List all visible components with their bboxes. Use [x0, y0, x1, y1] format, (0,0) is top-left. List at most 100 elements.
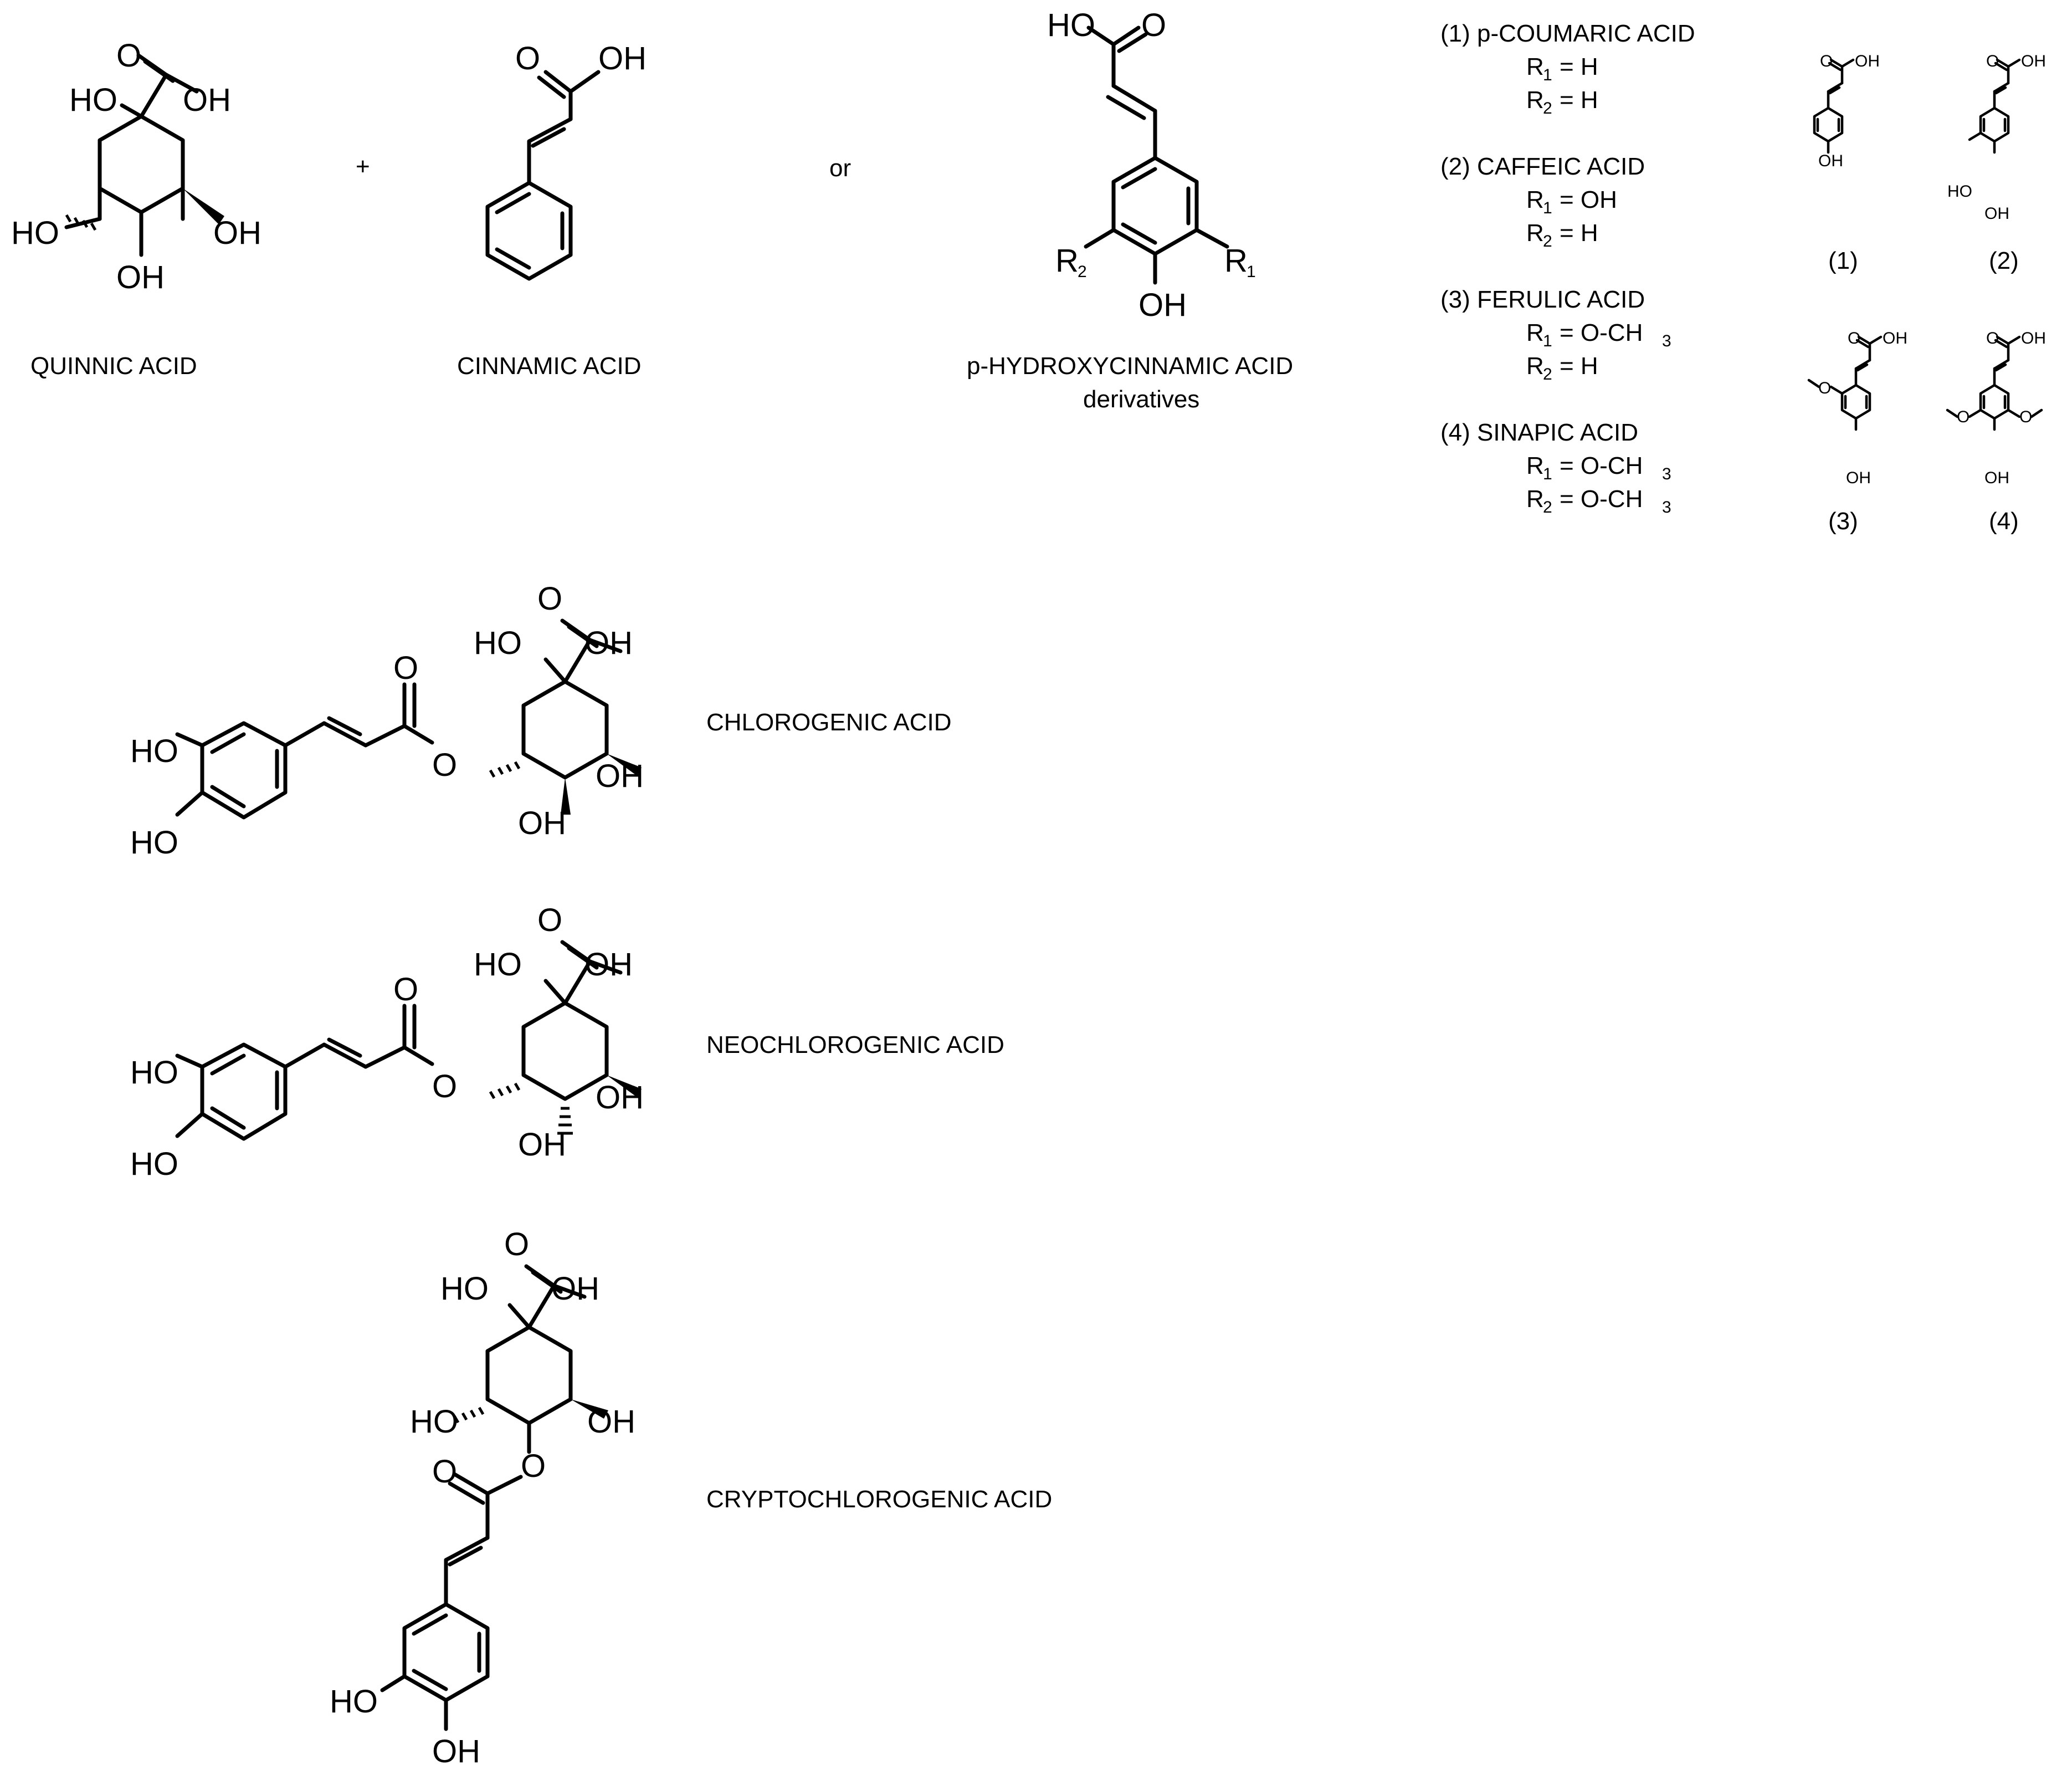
legend-3-r1: R — [1526, 319, 1544, 346]
neo-oh-right: OH — [596, 1080, 644, 1116]
s2-ho: HO — [1947, 182, 1972, 201]
hydroxycinnamic-sub-label: derivatives — [1083, 386, 1199, 413]
legend-2-title: (2) CAFFEIC ACID — [1440, 153, 1645, 180]
cry-oh-ar: OH — [432, 1733, 480, 1769]
quinnic-o: O — [116, 38, 141, 74]
small-label-2: (2) — [1989, 247, 2019, 274]
chl-ho: HO — [474, 625, 522, 661]
cry-ho-ar: HO — [330, 1684, 378, 1720]
legend-1-r2-sub: 2 — [1543, 99, 1552, 117]
quinnic-ho-left: HO — [11, 215, 59, 251]
legend-4-r1: R — [1526, 452, 1544, 479]
legend-4-r1-sub3: 3 — [1662, 465, 1671, 483]
chl-oh-bottom: OH — [518, 805, 566, 841]
hcin-r2-sub: 2 — [1078, 263, 1087, 281]
cry-oh: OH — [551, 1271, 599, 1307]
or-text: or — [829, 155, 851, 182]
legend-3-r1-sub: 1 — [1543, 332, 1552, 350]
legend-2-r2-val: = H — [1560, 219, 1598, 247]
neo-oh: OH — [584, 947, 633, 983]
chl-oh-right: OH — [596, 758, 644, 794]
legend-1-r1-sub: 1 — [1543, 66, 1552, 84]
legend-3-title: (3) FERULIC ACID — [1440, 286, 1645, 313]
cry-oh-right: OH — [587, 1404, 635, 1440]
s4-oh-bottom: OH — [1984, 469, 2009, 487]
legend-3-r1-sub3: 3 — [1662, 332, 1671, 350]
cry-ester-o: O — [521, 1448, 546, 1484]
small-structure-1 — [1813, 58, 1855, 154]
chl-ho-ar1: HO — [130, 733, 178, 769]
legend-4-r2-val: = O-CH — [1560, 485, 1643, 513]
s1-o: O — [1820, 52, 1833, 70]
legend-4-r1-val: = O-CH — [1560, 452, 1643, 479]
legend-1-title: (1) p-COUMARIC ACID — [1440, 20, 1695, 47]
legend-2-r1-val: = OH — [1560, 186, 1617, 213]
cry-carbonyl-o: O — [432, 1454, 457, 1490]
small-structure-2 — [1968, 58, 2021, 154]
quinnic-oh: OH — [183, 82, 231, 118]
neo-ho: HO — [474, 947, 522, 983]
neo-ho-ar2: HO — [130, 1146, 178, 1182]
s3-oh-bottom: OH — [1846, 469, 1871, 487]
cry-ho: HO — [440, 1271, 489, 1307]
quinnic-ho: HO — [69, 82, 117, 118]
hcin-ho: HO — [1047, 7, 1095, 43]
legend-block: (1) p-COUMARIC ACID R 1 = H R 2 = H (2) … — [1440, 20, 1695, 516]
legend-2-r1: R — [1526, 186, 1544, 213]
quinnic-acid-structure — [64, 53, 224, 257]
legend-4-r2-sub: 2 — [1543, 498, 1552, 516]
neochlorogenic-label: NEOCHLOROGENIC ACID — [706, 1031, 1004, 1058]
s2-oh: OH — [2021, 52, 2046, 70]
legend-2-r2-sub: 2 — [1543, 232, 1552, 250]
legend-3-r1-val: = O-CH — [1560, 319, 1643, 346]
cry-o: O — [504, 1226, 529, 1262]
quinnic-oh-bottom: OH — [116, 259, 165, 295]
hcin-oh: OH — [1138, 287, 1187, 323]
hcin-r2: R — [1055, 243, 1079, 279]
small-label-4: (4) — [1989, 508, 2019, 535]
s4-o-right: O — [2019, 408, 2032, 426]
s1-oh: OH — [1855, 52, 1880, 70]
quinnic-acid-label: QUINNIC ACID — [30, 352, 197, 380]
cry-ho-left: HO — [410, 1404, 458, 1440]
legend-3-r2: R — [1526, 352, 1544, 380]
chlorogenic-label: CHLOROGENIC ACID — [706, 709, 952, 736]
legend-4-title: (4) SINAPIC ACID — [1440, 419, 1638, 446]
s3-o-methoxy: O — [1818, 379, 1831, 397]
s2-oh-bottom: OH — [1984, 204, 2009, 223]
neochlorogenic-structure — [175, 940, 642, 1141]
s4-oh: OH — [2021, 329, 2046, 347]
chl-oh: OH — [584, 625, 633, 661]
small-label-3: (3) — [1828, 508, 1858, 535]
cinnamic-acid-structure — [485, 70, 601, 281]
chl-carbonyl-o: O — [393, 650, 418, 686]
chlorogenic-structure — [175, 618, 642, 820]
hcin-o: O — [1141, 7, 1166, 43]
s4-o-left: O — [1957, 408, 1970, 426]
neo-o: O — [537, 902, 562, 938]
legend-1-r1-val: = H — [1560, 53, 1598, 80]
s3-o: O — [1848, 329, 1860, 347]
chl-ho-ar2: HO — [130, 825, 178, 861]
s3-oh: OH — [1883, 329, 1907, 347]
legend-4-r2: R — [1526, 485, 1544, 513]
hcin-r1: R — [1224, 243, 1248, 279]
cinnamic-o: O — [515, 40, 540, 76]
quinnic-oh-right: OH — [213, 215, 261, 251]
hcin-r1-sub: 1 — [1247, 263, 1256, 281]
hydroxycinnamic-label: p-HYDROXYCINNAMIC ACID — [967, 352, 1293, 380]
s2-o: O — [1986, 52, 1999, 70]
legend-4-r1-sub: 1 — [1543, 465, 1552, 483]
legend-1-r2-val: = H — [1560, 86, 1598, 114]
legend-3-r2-val: = H — [1560, 352, 1598, 380]
chl-ester-o: O — [432, 747, 457, 783]
neo-oh-bottom: OH — [518, 1127, 566, 1163]
plus-sign: + — [356, 153, 370, 180]
neo-carbonyl-o: O — [393, 971, 418, 1007]
legend-2-r1-sub: 1 — [1543, 199, 1552, 217]
small-structure-3 — [1807, 335, 1883, 431]
legend-2-r2: R — [1526, 219, 1544, 247]
small-label-1: (1) — [1828, 247, 1858, 274]
cinnamic-acid-label: CINNAMIC ACID — [457, 352, 641, 380]
